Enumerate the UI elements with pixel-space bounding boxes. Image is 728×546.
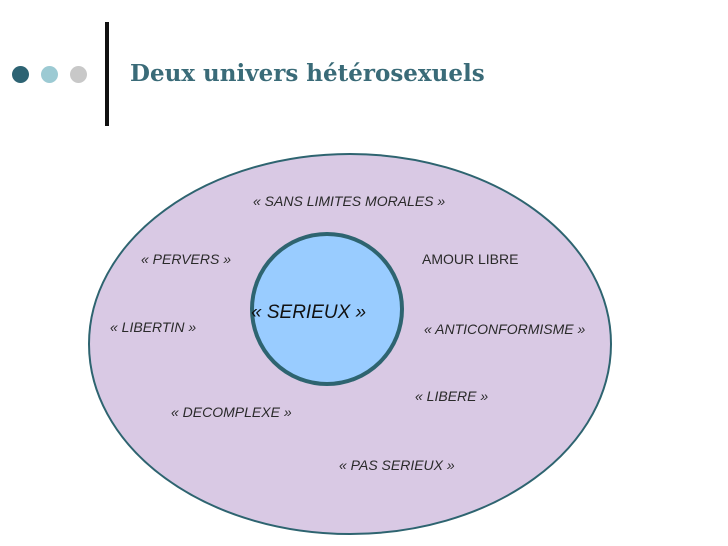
label-libere: « LIBERE » (415, 388, 489, 404)
page-title: Deux univers hétérosexuels (130, 60, 485, 87)
inner-circle (250, 232, 404, 386)
center-label-serieux: « SERIEUX » (251, 302, 367, 323)
dot-icon (41, 66, 58, 83)
label-anticonformisme: « ANTICONFORMISME » (424, 321, 586, 337)
label-decomplexe: « DECOMPLEXE » (171, 404, 292, 420)
label-libertin: « LIBERTIN » (110, 319, 197, 335)
label-sans-limites-morales: « SANS LIMITES MORALES » (253, 193, 446, 209)
dot-icon (70, 66, 87, 83)
label-amour-libre: AMOUR LIBRE (422, 251, 519, 267)
label-pas-serieux: « PAS SERIEUX » (339, 457, 455, 473)
label-pervers: « PERVERS » (141, 251, 232, 267)
dot-icon (12, 66, 29, 83)
decorative-dots (12, 66, 98, 84)
title-divider (105, 22, 109, 126)
